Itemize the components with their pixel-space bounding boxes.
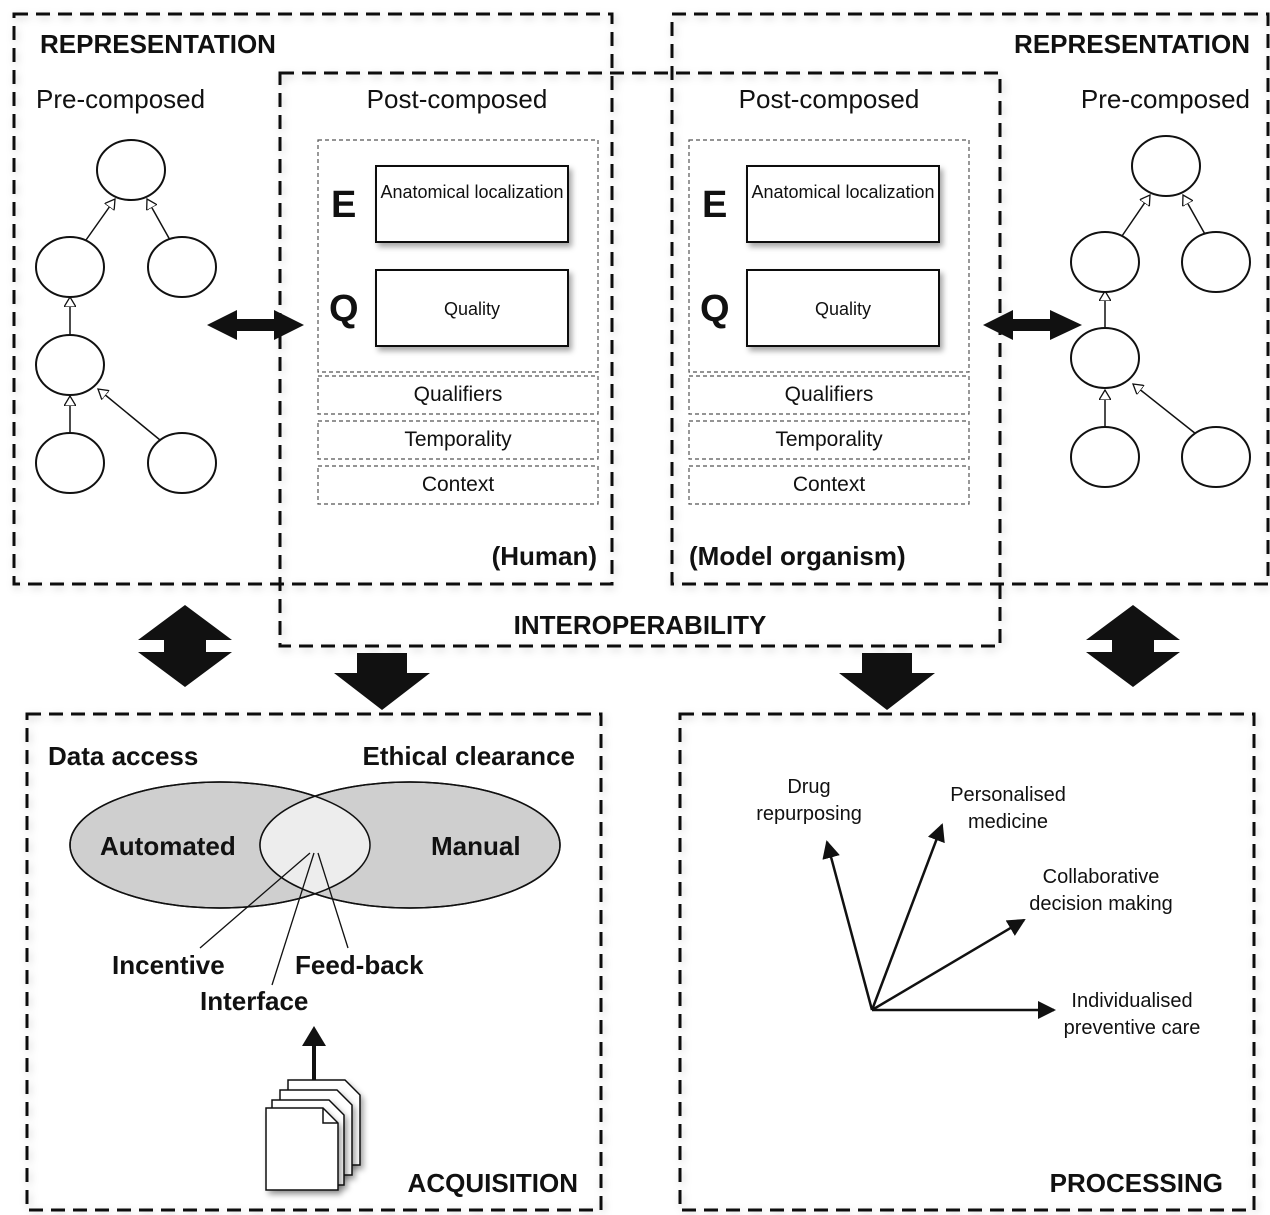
acquisition-venn	[69, 781, 561, 986]
collaborative-decision-label: Collaborative decision making	[1029, 866, 1173, 915]
right-tree	[1070, 135, 1251, 488]
double-arrow-right	[983, 310, 1082, 340]
manual-label: Manual	[431, 831, 521, 861]
tree-node	[1181, 231, 1251, 293]
q-letter: Q	[700, 288, 730, 330]
pre-composed-left-label: Pre-composed	[36, 84, 206, 114]
e-letter: E	[702, 184, 728, 226]
acquisition-frame	[25, 712, 603, 1212]
model-organism-label: (Model organism)	[689, 541, 906, 571]
temporality-box	[688, 420, 970, 460]
context-box	[317, 465, 599, 505]
quality-label: Quality	[443, 299, 501, 319]
pre-composed-right-label: Pre-composed	[1080, 84, 1250, 114]
quality-box	[746, 269, 940, 347]
processing-title: PROCESSING	[1049, 1168, 1223, 1198]
representation-right-frame	[670, 12, 1270, 586]
processing-arrows	[822, 823, 1056, 1019]
post-composed-model-label: Post-composed	[738, 84, 920, 114]
processing-frame	[678, 712, 1256, 1212]
interface-label: Interface	[200, 986, 309, 1016]
tree-node	[1070, 231, 1140, 293]
automated-label: Automated	[100, 831, 236, 861]
representation-right-title: REPRESENTATION	[1014, 29, 1250, 59]
representation-left-frame	[12, 12, 614, 586]
down-arrow-processing	[839, 653, 935, 710]
down-arrow-acquisition	[334, 653, 430, 710]
incentive-label: Incentive	[112, 950, 225, 980]
post-composed-human-label: Post-composed	[366, 84, 548, 114]
temporality-box	[317, 420, 599, 460]
context-label: Context	[421, 473, 495, 496]
tree-node	[147, 236, 217, 298]
feedback-label: Feed-back	[295, 950, 424, 980]
tree-node	[35, 236, 105, 298]
documents-icon	[265, 1079, 361, 1191]
tree-node	[96, 139, 166, 201]
qualifiers-label: Qualifiers	[413, 383, 503, 406]
tree-node	[1070, 327, 1140, 389]
double-arrow-vertical-right	[1086, 605, 1180, 687]
left-tree	[35, 139, 217, 494]
personalised-medicine-label: Personalised medicine	[950, 784, 1066, 833]
q-letter: Q	[329, 288, 359, 330]
temporality-label: Temporality	[775, 428, 883, 451]
anatomical-label: Anatomical localization	[380, 182, 564, 202]
tree-node	[35, 334, 105, 396]
quality-label: Quality	[814, 299, 872, 319]
qualifiers-label: Qualifiers	[784, 383, 874, 406]
representation-left-title: REPRESENTATION	[40, 29, 276, 59]
interoperability-frame	[278, 71, 1002, 648]
human-eq-panel	[317, 139, 599, 505]
individualised-care-label: Individualised preventive care	[1063, 990, 1201, 1039]
quality-box	[375, 269, 569, 347]
tree-node	[1181, 426, 1251, 488]
tree-node	[147, 432, 217, 494]
double-arrow-left	[207, 310, 304, 340]
temporality-label: Temporality	[404, 428, 512, 451]
e-letter: E	[331, 184, 357, 226]
context-box	[688, 465, 970, 505]
arrow-drug	[822, 840, 874, 1011]
qualifiers-box	[688, 375, 970, 415]
context-label: Context	[792, 473, 866, 496]
data-access-label: Data access	[48, 741, 199, 771]
anatomical-label: Anatomical localization	[751, 182, 935, 202]
drug-repurposing-label: Drug repurposing	[756, 776, 862, 825]
tree-node	[1131, 135, 1201, 197]
qualifiers-box	[317, 375, 599, 415]
human-label: (Human)	[491, 541, 597, 571]
tree-node	[35, 432, 105, 494]
double-arrow-vertical-left	[138, 605, 232, 687]
ethical-clearance-label: Ethical clearance	[362, 741, 575, 771]
acquisition-title: ACQUISITION	[407, 1168, 578, 1198]
upload-arrow	[302, 1026, 326, 1080]
tree-node	[1070, 426, 1140, 488]
anatomical-box	[375, 165, 569, 243]
arrow-collaborative	[871, 918, 1026, 1012]
arrow-personalised	[870, 823, 945, 1011]
model-eq-panel	[688, 139, 970, 505]
anatomical-box	[746, 165, 940, 243]
interoperability-label: INTEROPERABILITY	[513, 610, 767, 640]
